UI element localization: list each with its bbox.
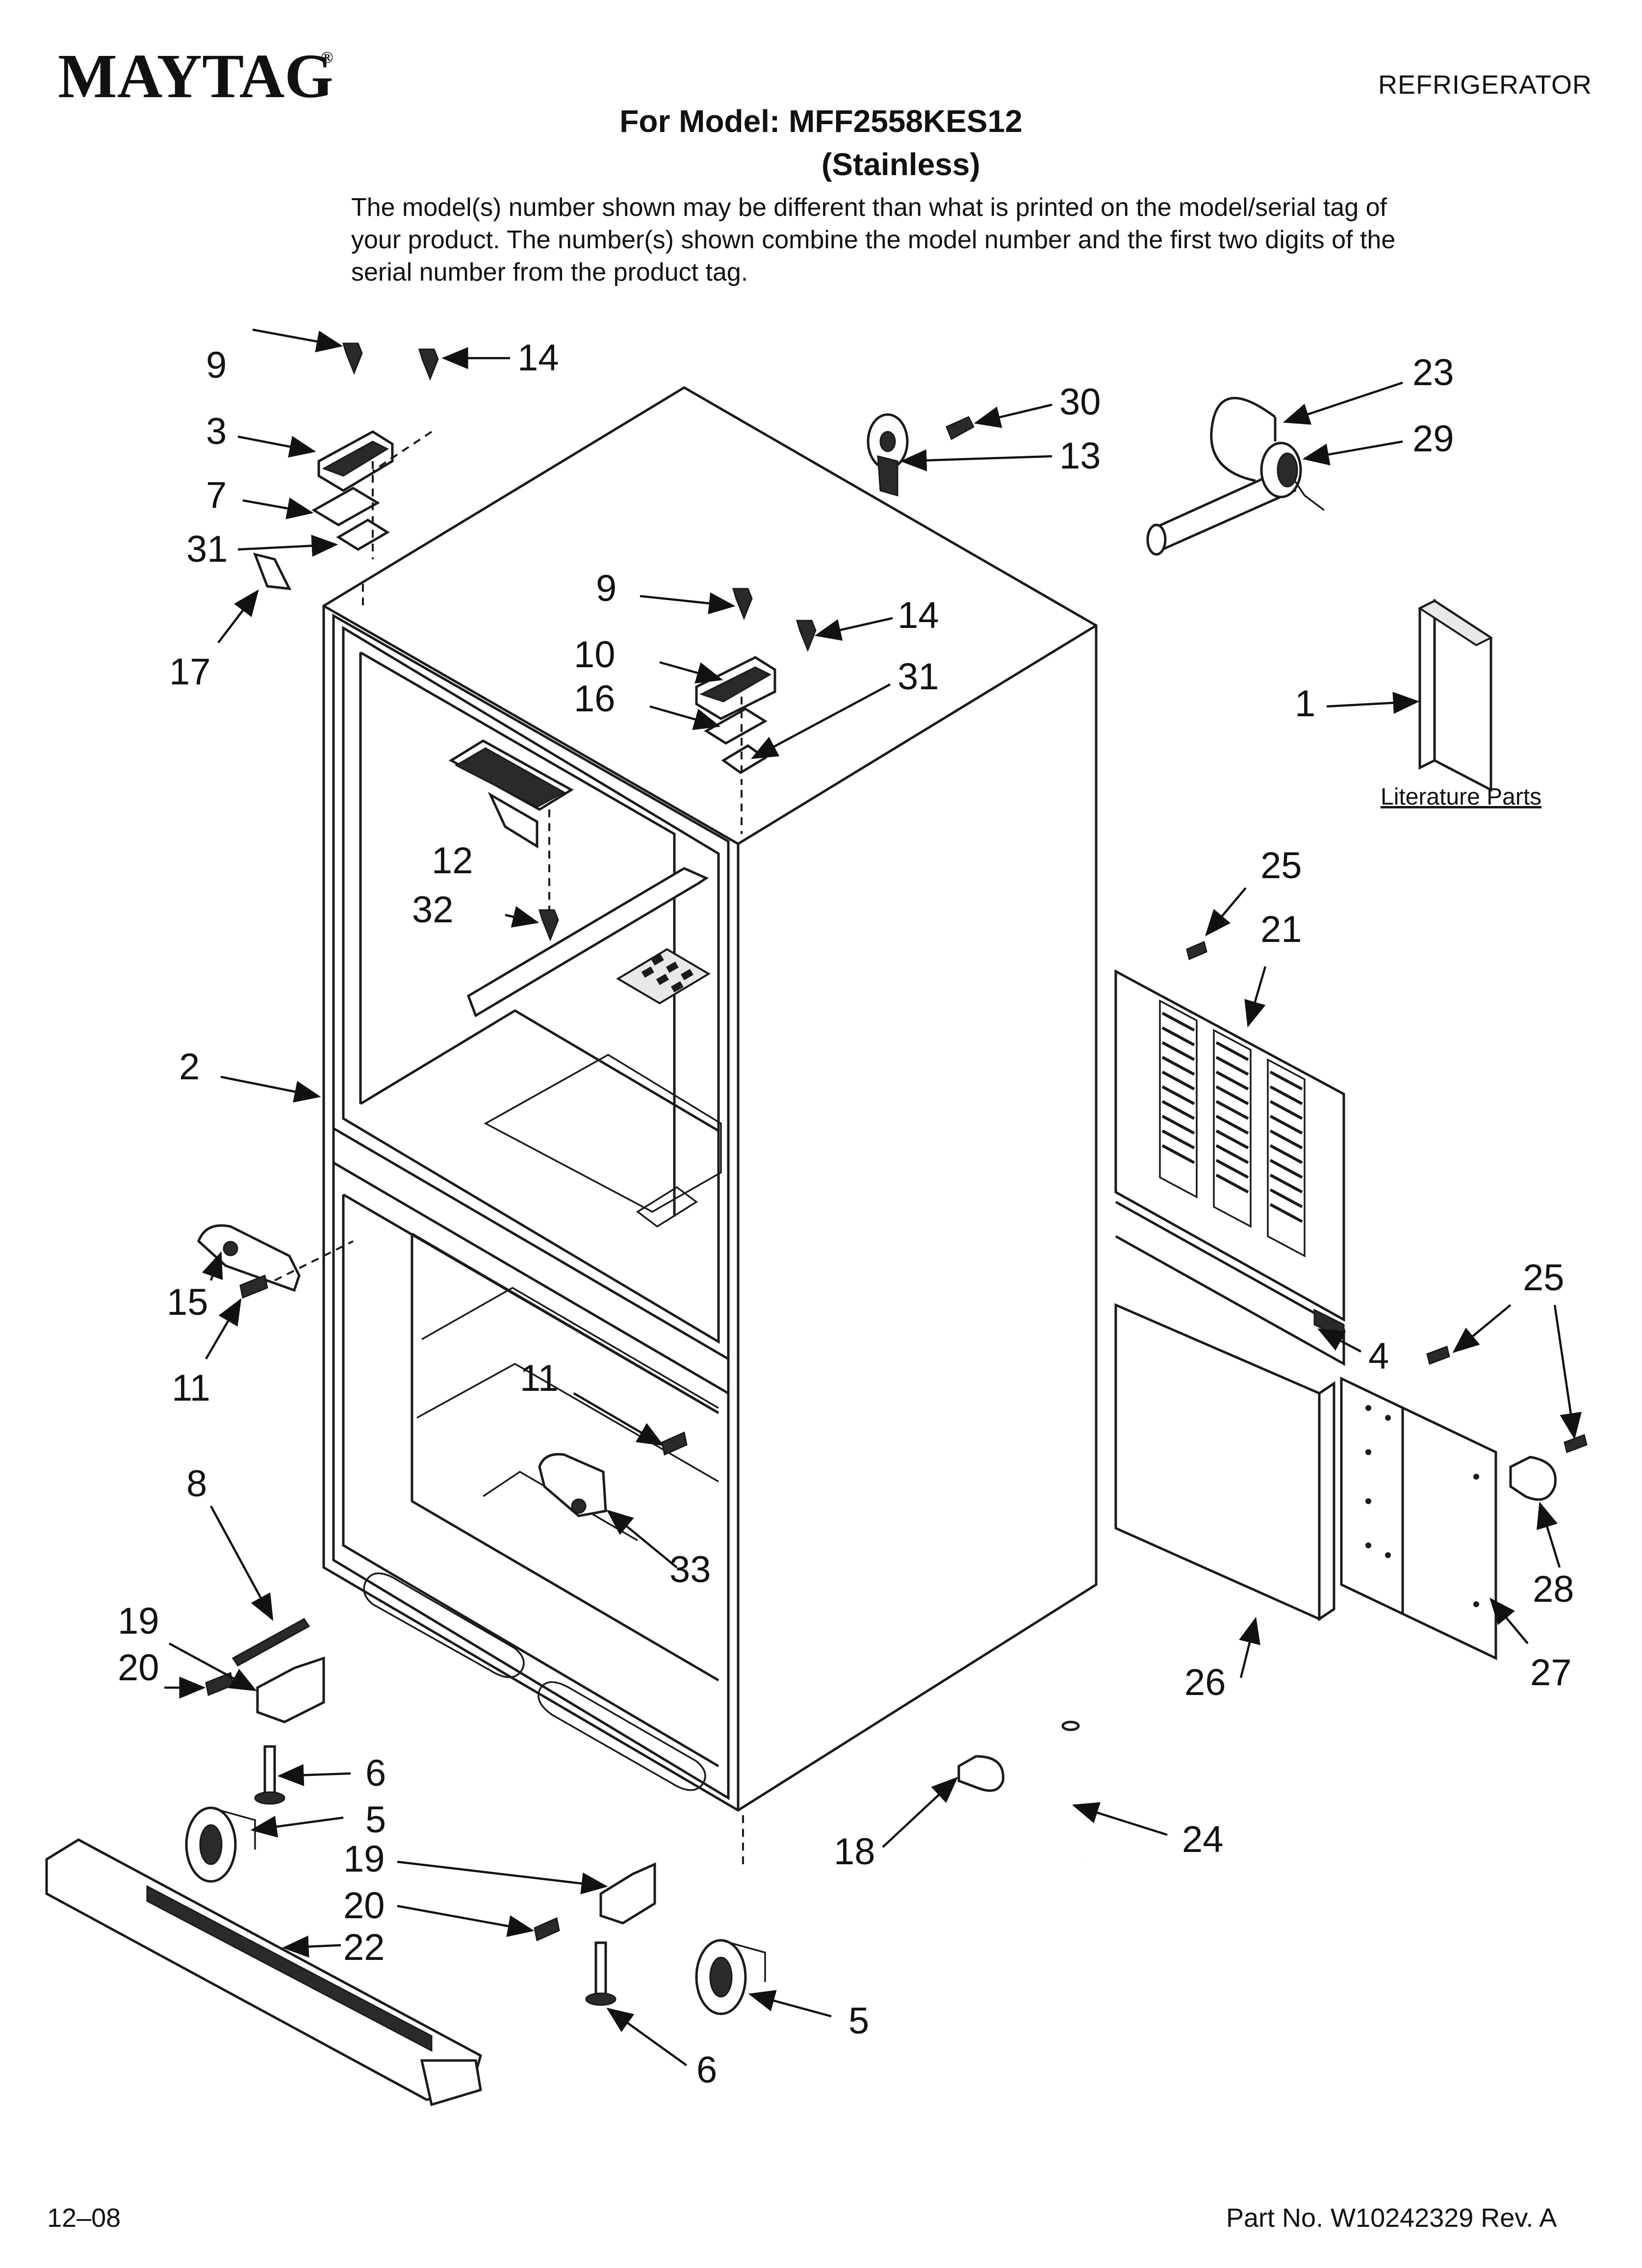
callout-20: 20	[118, 1647, 159, 1689]
callout-2: 2	[179, 1046, 200, 1088]
water-line-clamp	[867, 413, 975, 496]
top-left-hinge-assembly	[253, 342, 439, 590]
pipe-clamp-28	[1509, 1456, 1557, 1501]
water-tube-assembly	[1146, 397, 1325, 556]
toe-grille	[45, 1838, 482, 2107]
callout-5: 5	[848, 2000, 869, 2042]
date-code: 12–08	[47, 2203, 121, 2233]
model-title: For Model: MFF2558KES12	[619, 104, 1023, 139]
callout-23: 23	[1412, 352, 1454, 393]
callout-14: 14	[898, 595, 939, 636]
callout-18: 18	[834, 1831, 875, 1873]
callout-labels: 9 3 7 31 17 14 30 13 23 29 9 14 10 16 31…	[118, 337, 1574, 2091]
product-category: REFRIGERATOR	[1378, 70, 1592, 100]
callout-21: 21	[1260, 909, 1302, 950]
wire-clip-18	[957, 1755, 1004, 1792]
callout-14: 14	[517, 337, 559, 379]
registered-mark: ®	[321, 49, 333, 67]
callout-31: 31	[898, 656, 939, 698]
callout-22: 22	[343, 1927, 385, 1968]
model-disclaimer: The model(s) number shown may be differe…	[351, 193, 1396, 287]
callout-25: 25	[1523, 1257, 1565, 1299]
drain-hose-24	[1053, 1721, 1083, 1862]
callout-11: 11	[172, 1367, 210, 1409]
callout-4: 4	[1368, 1335, 1389, 1377]
callout-17: 17	[169, 651, 211, 693]
callout-30: 30	[1059, 381, 1101, 423]
callout-27: 27	[1530, 1652, 1572, 1694]
callout-8: 8	[186, 1463, 207, 1505]
callout-16: 16	[574, 678, 616, 720]
callout-10: 10	[574, 634, 616, 676]
callout-29: 29	[1412, 418, 1454, 460]
lower-left-hinge	[197, 1224, 354, 1299]
callout-9: 9	[206, 344, 227, 386]
callout-26: 26	[1184, 1662, 1226, 1703]
crisper-bracket	[449, 739, 574, 942]
callout-31: 31	[186, 528, 228, 570]
callout-33: 33	[669, 1549, 711, 1590]
literature-parts-label: Literature Parts	[1381, 784, 1541, 810]
callout-24: 24	[1182, 1819, 1224, 1860]
callout-19: 19	[118, 1600, 159, 1642]
maytag-logo: MAYTAG ®	[58, 43, 333, 107]
callout-28: 28	[1533, 1568, 1574, 1610]
callout-32: 32	[412, 889, 454, 931]
callout-13: 13	[1059, 435, 1101, 477]
refrigerator-cabinet	[322, 386, 1098, 1864]
rear-access-cover	[1114, 940, 1588, 1660]
callout-20: 20	[343, 1885, 385, 1927]
brand-wordmark: MAYTAG	[58, 43, 333, 107]
callout-15: 15	[167, 1281, 208, 1323]
callout-9: 9	[596, 568, 616, 609]
callout-3: 3	[206, 411, 227, 452]
callout-6: 6	[365, 1752, 386, 1794]
callout-6: 6	[696, 2049, 717, 2091]
callout-7: 7	[206, 474, 227, 516]
callout-12: 12	[432, 840, 473, 882]
callout-19: 19	[343, 1838, 385, 1880]
model-variant: (Stainless)	[821, 147, 980, 182]
leader-arrows	[164, 328, 1582, 2066]
callout-1: 1	[1295, 683, 1315, 725]
callout-5: 5	[365, 1799, 386, 1841]
front-left-roller-assembly	[185, 1618, 325, 1883]
part-number: Part No. W10242329 Rev. A	[1226, 2203, 1557, 2233]
callout-25: 25	[1260, 845, 1302, 886]
literature-book	[1417, 599, 1493, 792]
front-right-roller-assembly	[534, 1862, 766, 2015]
callout-11: 11	[520, 1357, 559, 1399]
freezer-hinge	[538, 1431, 688, 1517]
